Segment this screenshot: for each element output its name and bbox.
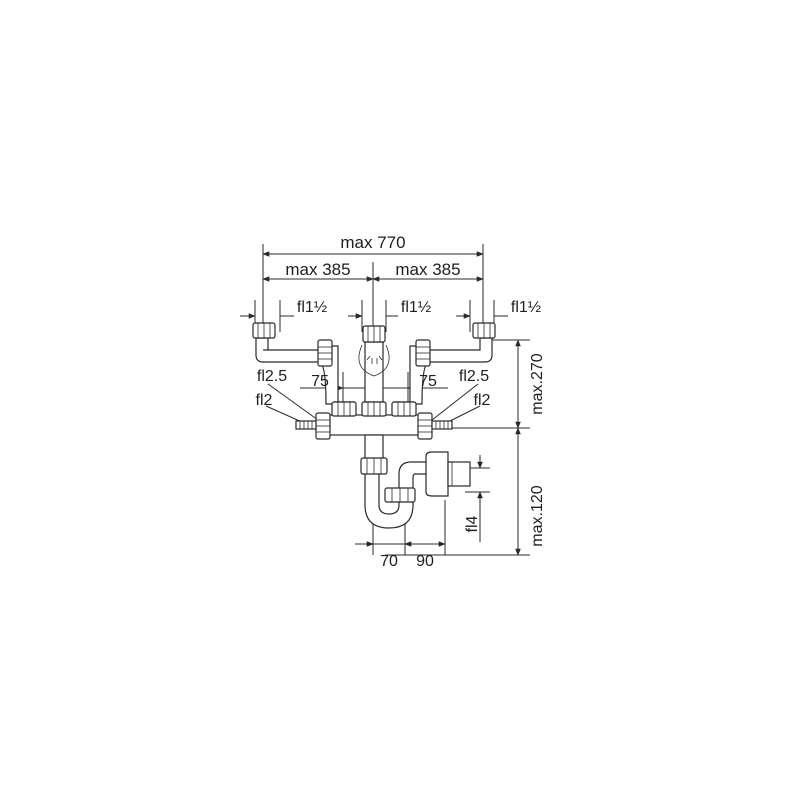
label-height-lower: max.120 — [529, 485, 546, 546]
left-hose-barb — [295, 420, 317, 430]
right-hose-barb — [431, 420, 453, 430]
manifold-nut-center — [361, 401, 387, 417]
label-bottom-left: 70 — [380, 553, 398, 570]
left-arm-nut — [317, 339, 333, 367]
manifold-pipe — [317, 414, 431, 436]
label-spacing-right: 75 — [419, 373, 437, 390]
right-side-nut — [417, 412, 433, 440]
outlet-pipe — [447, 461, 471, 487]
dimension-labels: max 770 max 385 max 385 fl1½ fl1½ fl1½ 7… — [256, 233, 546, 570]
label-spacing-left: 75 — [311, 373, 329, 390]
label-outlet-diameter: fl4 — [464, 515, 481, 532]
center-inlet-nut — [362, 325, 386, 343]
trap-top-nut — [360, 457, 388, 475]
label-inlet-right: fl1½ — [511, 299, 541, 316]
left-inlet-arm — [255, 337, 321, 363]
label-height-upper: max.270 — [529, 353, 546, 414]
label-bottom-right: 90 — [416, 553, 434, 570]
trap-outlet-nut — [384, 487, 416, 503]
label-left-half: max 385 — [285, 260, 350, 279]
left-inlet-nut — [252, 322, 276, 339]
label-side-left-upper: fl2.5 — [257, 368, 287, 385]
right-arm-nut — [415, 339, 431, 367]
right-inlet-arm — [427, 337, 493, 363]
label-right-half: max 385 — [395, 260, 460, 279]
couplings — [252, 322, 496, 503]
label-side-right-upper: fl2.5 — [459, 368, 489, 385]
label-inlet-left: fl1½ — [297, 299, 327, 316]
label-overall-width: max 770 — [340, 233, 405, 252]
manifold-nut-left — [331, 401, 357, 417]
label-side-right-lower: fl2 — [474, 392, 491, 409]
right-inlet-nut — [472, 322, 496, 339]
manifold-nut-right — [391, 401, 417, 417]
left-side-nut — [315, 412, 331, 440]
outlet-body — [425, 451, 449, 497]
dimension-lines — [240, 244, 530, 556]
center-loop — [358, 344, 390, 377]
label-inlet-center: fl1½ — [401, 299, 431, 316]
label-side-left-lower: fl2 — [256, 392, 273, 409]
pipework — [255, 337, 493, 529]
